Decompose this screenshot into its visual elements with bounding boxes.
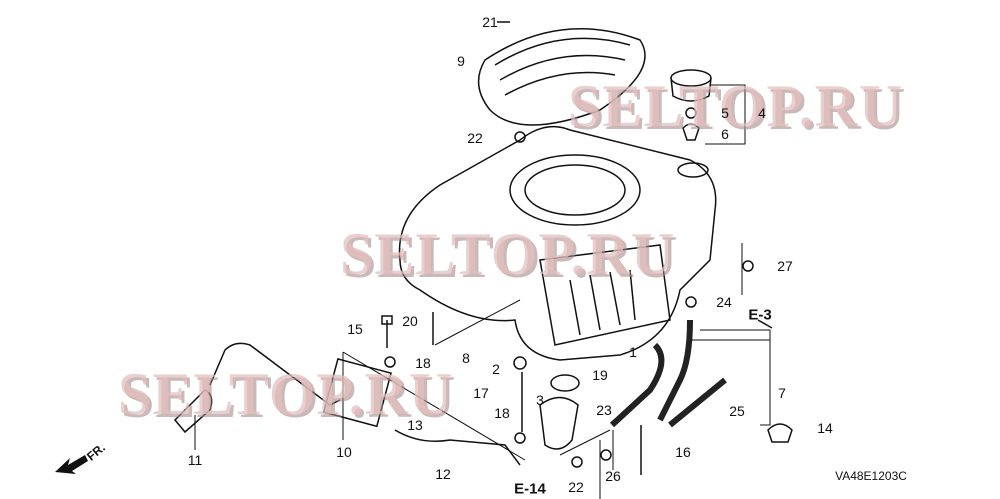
part-label: 2	[492, 361, 500, 377]
part-label: 16	[675, 444, 691, 460]
part-label: 3	[536, 392, 544, 408]
part-label: 21	[482, 14, 498, 30]
part-label: 19	[592, 367, 608, 383]
watermark: SELTOP.RU	[568, 73, 904, 139]
part-label: 22	[568, 479, 584, 495]
part-label: 11	[187, 452, 203, 468]
ref-e14-link[interactable]: E-14	[514, 480, 546, 498]
part-label: 24	[716, 294, 732, 310]
recoil-cover	[477, 21, 646, 126]
part-label: 8	[462, 350, 470, 366]
part-label: 14	[817, 420, 833, 436]
watermark: SELTOP.RU	[340, 221, 676, 287]
part-label: 23	[596, 402, 612, 418]
part-label: 10	[336, 444, 352, 460]
fan-cover	[398, 125, 717, 361]
hoses	[609, 319, 727, 428]
part-label: 9	[457, 53, 465, 69]
part-label: 25	[729, 403, 745, 419]
part-label: 27	[777, 258, 793, 274]
part-label: 12	[435, 466, 451, 482]
front-arrow-icon	[55, 455, 88, 474]
leader-lines	[194, 243, 771, 499]
part-label: 4	[758, 105, 766, 121]
ignition-coil	[173, 342, 521, 466]
diagram-code: VA48E1203C	[835, 469, 907, 483]
part-label: 18	[494, 405, 510, 421]
part-label: 13	[407, 417, 423, 433]
fuel-cap	[670, 69, 746, 145]
bolts	[381, 131, 793, 475]
part-label: 7	[778, 385, 786, 401]
part-label: 20	[402, 313, 418, 329]
part-label: 1	[629, 344, 637, 360]
watermark: SELTOP.RU	[118, 361, 454, 427]
part-label: 22	[467, 130, 483, 146]
ref-e3-link[interactable]: E-3	[748, 306, 772, 324]
part-label: 5	[721, 105, 729, 121]
part-label: 18	[415, 355, 431, 371]
part-label: 17	[473, 385, 489, 401]
part-label: 26	[605, 468, 621, 484]
part-label: 15	[347, 321, 363, 337]
part-label: 6	[721, 126, 729, 142]
